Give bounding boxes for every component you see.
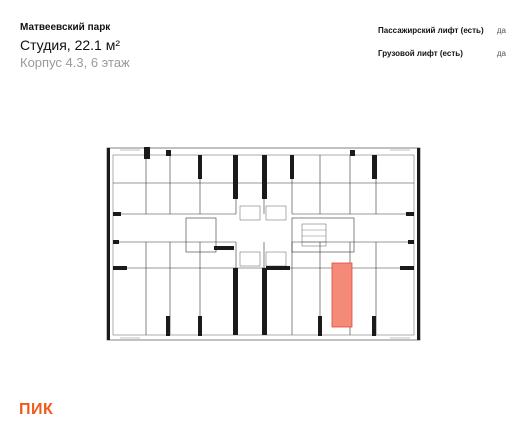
feature-value: да [496,26,506,35]
feature-label: Грузовой лифт (есть) [378,49,463,58]
lift-core [291,217,355,253]
feature-freight-lift: Грузовой лифт (есть) да [378,49,506,58]
stair-core [185,217,217,253]
selected-apartment-highlight [331,262,353,328]
apartment-building-floor: Корпус 4.3, 6 этаж [20,55,130,70]
pik-logo: ПИК [19,401,54,418]
apartment-title: Студия, 22.1 м² [20,37,120,53]
feature-passenger-lift: Пассажирский лифт (есть) да [378,26,506,35]
feature-label: Пассажирский лифт (есть) [378,26,484,35]
feature-value: да [496,49,506,58]
project-name: Матвеевский парк [20,22,111,33]
